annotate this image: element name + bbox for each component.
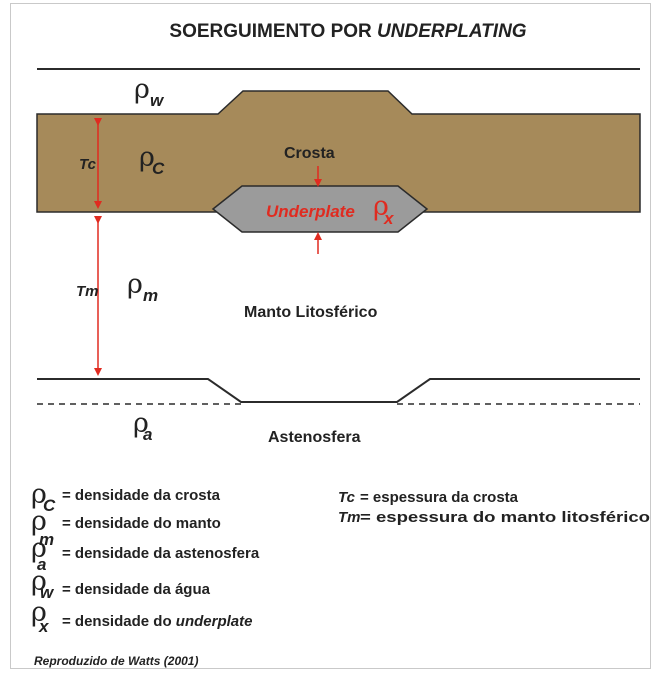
- lithospheric-mantle-label: Manto Litosférico: [244, 304, 378, 321]
- legend-tc: Tc = espessura da crosta: [338, 489, 519, 506]
- svg-text:Tm: Tm: [338, 509, 361, 526]
- crust-label: Crosta: [284, 145, 335, 162]
- svg-text:w: w: [150, 91, 165, 110]
- svg-text:ρ: ρ: [139, 142, 155, 173]
- svg-text:= densidade do manto: = densidade do manto: [62, 515, 221, 532]
- diagram-title: SOERGUIMENTO POR UNDERPLATING: [169, 21, 526, 42]
- svg-text:ρ: ρ: [31, 479, 47, 510]
- svg-text:C: C: [43, 496, 56, 515]
- rho-mantle-label: ρ m: [127, 269, 158, 305]
- svg-text:m: m: [143, 286, 158, 305]
- rho-water-label: ρ w: [134, 74, 165, 110]
- rho-crust-label: ρ C: [139, 142, 165, 178]
- legend-tm: Tm = espessura do manto litosférico: [338, 509, 650, 526]
- lithosphere-base-line: [37, 378, 640, 403]
- rho-underplate-label: ρ x: [373, 191, 395, 228]
- svg-text:= espessura do manto litosféri: = espessura do manto litosférico: [360, 509, 650, 526]
- svg-text:= espessura da crosta: = espessura da crosta: [360, 489, 519, 506]
- svg-text:w: w: [40, 583, 55, 602]
- svg-text:= densidade do underplate: = densidade do underplate: [62, 613, 252, 630]
- svg-text:m: m: [39, 530, 54, 549]
- svg-text:= densidade da crosta: = densidade da crosta: [62, 487, 221, 504]
- legend-rho-asthenosphere: ρ a = densidade da astenosfera: [31, 533, 260, 574]
- source-credit: Reproduzido de Watts (2001): [34, 654, 198, 668]
- svg-text:a: a: [37, 555, 46, 574]
- svg-text:ρ: ρ: [133, 408, 149, 439]
- svg-text:ρ: ρ: [31, 533, 47, 564]
- svg-text:ρ: ρ: [31, 597, 47, 628]
- legend-rho-underplate: ρ x = densidade do underplate: [31, 597, 252, 636]
- svg-text:ρ: ρ: [373, 191, 389, 222]
- svg-text:x: x: [383, 209, 395, 228]
- svg-text:ρ: ρ: [31, 566, 47, 597]
- svg-text:= densidade da astenosfera: = densidade da astenosfera: [62, 545, 260, 562]
- tm-label: Tm: [76, 283, 99, 300]
- figure-border: [10, 3, 651, 669]
- legend-rho-mantle: ρ m = densidade do manto: [31, 506, 221, 549]
- underplate-body: [211, 185, 429, 233]
- underplate-label: Underplate: [266, 202, 355, 221]
- rho-asthenosphere-label: ρ a: [133, 408, 152, 444]
- svg-text:x: x: [38, 617, 50, 636]
- svg-text:= densidade da água: = densidade da água: [62, 581, 211, 598]
- legend-rho-crust: ρ C = densidade da crosta: [31, 479, 221, 515]
- tc-label: Tc: [79, 156, 97, 173]
- svg-text:ρ: ρ: [134, 74, 150, 105]
- legend-rho-water: ρ w = densidade da água: [31, 566, 211, 602]
- svg-text:a: a: [143, 425, 152, 444]
- svg-text:ρ: ρ: [127, 269, 143, 300]
- asthenosphere-label: Astenosfera: [268, 429, 361, 446]
- svg-text:C: C: [152, 159, 165, 178]
- svg-text:ρ: ρ: [31, 506, 47, 537]
- svg-text:Tc: Tc: [338, 489, 356, 506]
